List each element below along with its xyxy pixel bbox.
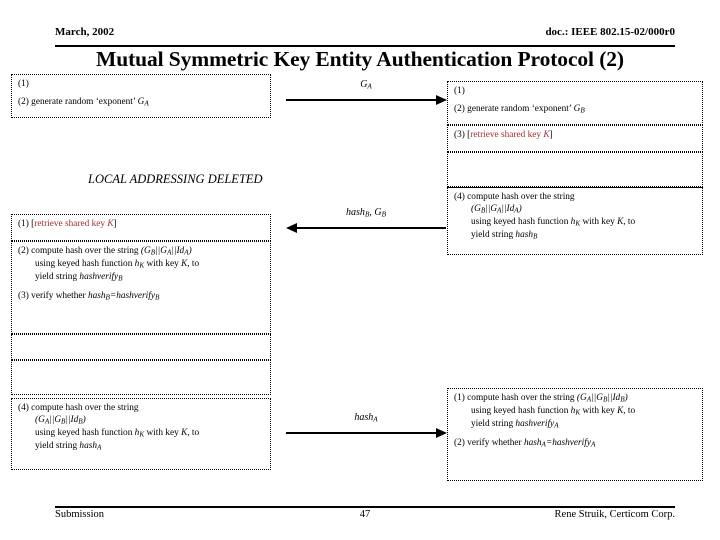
right-box-2-line-1: (3) [retrieve shared key K]: [454, 130, 553, 140]
page-title: Mutual Symmetric Key Entity Authenticati…: [96, 47, 624, 71]
arrow-head-right-icon: [436, 95, 447, 105]
left-box-4-empty: [11, 334, 271, 360]
footer-author: Rene Struik, Certicom Corp.: [554, 509, 675, 520]
right-box-5-line-3: yield string hashverifyA: [471, 419, 559, 430]
arrow-head-left-icon: [286, 223, 297, 233]
left-box-1: (1) (2) generate random ‘exponent’ GA: [11, 74, 271, 118]
footer-page-number: 47: [359, 509, 371, 520]
header-divider: [55, 45, 675, 47]
arrow-line: [286, 99, 436, 101]
slide-footer: Submission 47 Rene Struik, Certicom Corp…: [55, 509, 675, 525]
right-box-5-line-4: (2) verify whether hashA=hashverifyA: [454, 438, 596, 449]
left-box-5-empty: [11, 360, 271, 395]
right-box-3-empty: [447, 152, 703, 187]
left-box-3-compute-verify: (2) compute hash over the string (GB||GA…: [11, 241, 271, 334]
slide-header: March, 2002 doc.: IEEE 802.15-02/000r0: [55, 26, 675, 44]
right-box-1-line-2: (2) generate random ‘exponent’ GB: [454, 104, 585, 115]
right-box-5-compute-verify-a: (1) compute hash over the string (GA||GB…: [447, 388, 703, 481]
left-box-3-line-1: (2) compute hash over the string (GB||GA…: [18, 246, 192, 257]
right-box-2-retrieve-key: (3) [retrieve shared key K]: [447, 125, 703, 152]
right-box-1: (1) (2) generate random ‘exponent’ GB: [447, 81, 703, 125]
left-box-6-compute-hash-a: (4) compute hash over the string (GA||GB…: [11, 398, 271, 470]
highlight-retrieve-key: retrieve shared key K: [34, 219, 114, 229]
arrow-line: [286, 432, 436, 434]
highlight-retrieve-key: retrieve shared key K: [470, 130, 550, 140]
left-box-2-retrieve-key: (1) [retrieve shared key K]: [11, 214, 271, 241]
arrow-line: [296, 227, 446, 229]
message-arrow-1-label: GA: [360, 79, 372, 91]
left-box-6-line-3: using keyed hash function hK with key K,…: [35, 428, 200, 439]
right-box-4-line-1: (4) compute hash over the string: [454, 192, 575, 202]
right-box-5-line-2: using keyed hash function hK with key K,…: [471, 406, 636, 417]
right-box-4-line-3: using keyed hash function hK with key K,…: [471, 217, 636, 228]
left-box-3-line-2: using keyed hash function hK with key K,…: [35, 259, 200, 270]
left-box-6-line-1: (4) compute hash over the string: [18, 403, 139, 413]
left-box-6-line-4: yield string hashA: [35, 441, 102, 452]
message-arrow-3-label: hashA: [354, 412, 378, 424]
local-addressing-note: LOCAL ADDRESSING DELETED: [88, 172, 263, 186]
footer-divider: [55, 506, 675, 508]
left-box-3-line-4: (3) verify whether hashB=hashverifyB: [18, 291, 160, 302]
header-doc-id: doc.: IEEE 802.15-02/000r0: [545, 26, 675, 38]
left-box-2-line-1: (1) [retrieve shared key K]: [18, 219, 117, 229]
message-arrow-2-label: hashB, GB: [346, 207, 386, 219]
right-box-1-line-1: (1): [454, 86, 465, 96]
right-box-5-line-1: (1) compute hash over the string (GA||GB…: [454, 393, 628, 404]
arrow-head-right-icon: [436, 428, 447, 438]
right-box-4-line-4: yield string hashB: [471, 230, 538, 241]
right-box-4-line-2: (GB||GA||IdA): [471, 204, 522, 215]
header-date: March, 2002: [55, 26, 115, 38]
left-box-3-line-3: yield string hashverifyB: [35, 272, 123, 283]
left-box-6-line-2: (GA||GB||IdB): [35, 415, 86, 426]
left-box-1-line-1: (1): [18, 79, 29, 89]
left-box-1-line-2: (2) generate random ‘exponent’ GA: [18, 97, 149, 108]
right-box-4-compute-hash-b: (4) compute hash over the string (GB||GA…: [447, 187, 703, 255]
footer-submission-label: Submission: [55, 509, 105, 520]
